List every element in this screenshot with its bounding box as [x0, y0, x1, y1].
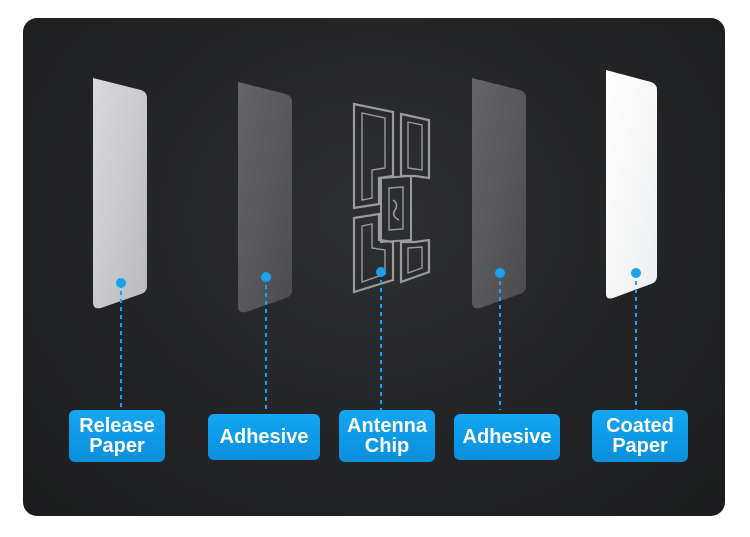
label-coated-paper-text: Coated Paper	[606, 415, 674, 457]
label-adhesive-2: Adhesive	[454, 414, 560, 460]
adhesive-sheet-2	[472, 78, 526, 309]
layers-illustration	[93, 70, 657, 410]
label-adhesive-1: Adhesive	[208, 414, 320, 460]
coated-paper-sheet	[606, 70, 657, 299]
connector-dot-coated-paper	[631, 268, 641, 278]
label-coated-paper: Coated Paper	[592, 410, 688, 462]
diagram-panel: Release Paper Adhesive Antenna Chip Adhe…	[23, 18, 725, 516]
release-paper-sheet	[93, 78, 147, 309]
connector-dot-adhesive-1	[261, 272, 271, 282]
label-antenna-chip-text: Antenna Chip	[347, 415, 427, 457]
label-release-paper: Release Paper	[69, 410, 165, 462]
label-release-paper-text: Release Paper	[79, 415, 155, 457]
connector-dot-adhesive-2	[495, 268, 505, 278]
connector-dot-release-paper	[116, 278, 126, 288]
antenna-chip-layer	[352, 102, 431, 294]
label-adhesive-1-text: Adhesive	[219, 426, 309, 448]
label-adhesive-2-text: Adhesive	[462, 426, 552, 448]
label-antenna-chip: Antenna Chip	[339, 410, 435, 462]
adhesive-sheet-1	[238, 82, 292, 313]
connector-dot-antenna-chip	[376, 267, 386, 277]
